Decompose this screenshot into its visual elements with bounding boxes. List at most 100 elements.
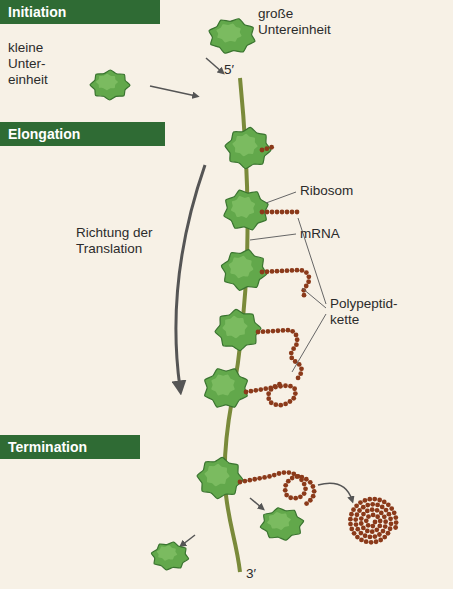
amino-acid — [386, 531, 391, 536]
direction-label: Richtung der Translation — [76, 225, 168, 257]
amino-acid — [270, 269, 275, 274]
amino-acid — [258, 387, 263, 392]
leader-line — [250, 234, 296, 240]
amino-acid — [372, 497, 377, 502]
ribosome — [215, 309, 261, 350]
amino-acid — [308, 498, 313, 503]
leader-line — [302, 288, 326, 308]
amino-acid — [249, 389, 254, 394]
amino-acid — [299, 475, 304, 480]
amino-acid — [265, 269, 270, 274]
amino-acid — [372, 534, 377, 539]
amino-acid — [303, 486, 308, 491]
amino-acid — [361, 512, 366, 517]
amino-acid — [375, 503, 380, 508]
amino-acid — [394, 520, 399, 525]
ribosome — [197, 457, 243, 498]
amino-acid — [304, 284, 309, 289]
amino-acid — [243, 479, 248, 484]
amino-acid — [304, 270, 309, 275]
amino-acid — [293, 391, 298, 396]
amino-acid — [292, 386, 297, 391]
amino-acid — [288, 399, 293, 404]
amino-acid — [283, 483, 288, 488]
amino-acid — [302, 482, 307, 487]
amino-acid — [382, 514, 387, 519]
amino-acid — [366, 514, 371, 519]
assembly-arrow — [206, 58, 222, 72]
amino-acid — [304, 501, 309, 506]
amino-acid — [374, 539, 379, 544]
amino-acid — [260, 148, 265, 153]
leader-line — [292, 314, 326, 372]
ribosome-shade — [96, 74, 118, 90]
amino-acid — [348, 517, 353, 522]
amino-acid — [295, 337, 300, 342]
amino-acid — [266, 396, 271, 401]
amino-acid — [365, 529, 370, 534]
amino-acid — [375, 514, 380, 519]
amino-acid — [363, 533, 368, 538]
amino-acid — [283, 383, 288, 388]
amino-acid — [271, 329, 276, 334]
amino-acid — [302, 491, 307, 496]
amino-acid — [277, 471, 282, 476]
amino-acid — [312, 489, 317, 494]
amino-acid — [355, 512, 360, 517]
ribosome-shade — [216, 24, 241, 43]
amino-acid — [368, 535, 373, 540]
amino-acid — [283, 402, 288, 407]
amino-acid — [261, 329, 266, 334]
leader-line — [266, 192, 296, 203]
amino-acid — [364, 518, 369, 523]
ribosome — [224, 190, 268, 230]
phase-title: Initiation — [8, 4, 66, 20]
amino-acid — [300, 268, 305, 273]
amino-acid — [283, 488, 288, 493]
amino-acid — [382, 535, 387, 540]
ribosome-shade — [211, 374, 235, 395]
direction-arrow — [176, 165, 205, 388]
amino-acid — [355, 535, 360, 540]
amino-acid — [359, 516, 364, 521]
amino-acid — [290, 329, 295, 334]
amino-acid — [290, 268, 295, 273]
ribosome-shade — [231, 196, 255, 218]
amino-acid — [361, 526, 366, 531]
amino-acid — [378, 519, 383, 524]
amino-acid — [298, 371, 303, 376]
amino-acid — [366, 523, 371, 528]
amino-acid — [298, 494, 303, 499]
amino-acid — [377, 524, 382, 529]
amino-acid — [349, 527, 354, 532]
amino-acid — [377, 532, 382, 537]
amino-acid — [269, 400, 274, 405]
amino-acid — [284, 493, 289, 498]
amino-acid — [384, 508, 389, 513]
phase-band: Elongation — [0, 122, 165, 146]
amino-acid — [393, 515, 398, 520]
amino-acid — [354, 522, 359, 527]
amino-acid — [290, 476, 295, 481]
end-label: 3′ — [246, 566, 276, 582]
amino-acid — [365, 503, 370, 508]
amino-acid — [266, 329, 271, 334]
amino-acid — [367, 497, 372, 502]
ribosome — [151, 542, 188, 570]
amino-acid — [273, 402, 278, 407]
amino-acid — [388, 526, 393, 531]
amino-acid — [260, 210, 265, 215]
amino-acid — [348, 522, 353, 527]
ribosome — [260, 508, 303, 540]
phase-title: Elongation — [8, 126, 80, 142]
amino-acid — [289, 351, 294, 356]
amino-acid — [252, 477, 257, 482]
amino-acid — [295, 210, 300, 215]
release-arrow — [318, 483, 352, 500]
amino-acid — [369, 540, 374, 545]
amino-acid — [280, 210, 285, 215]
amino-acid — [238, 480, 243, 485]
amino-acid — [244, 390, 249, 395]
amino-acid — [355, 527, 360, 532]
amino-acid — [277, 382, 282, 387]
